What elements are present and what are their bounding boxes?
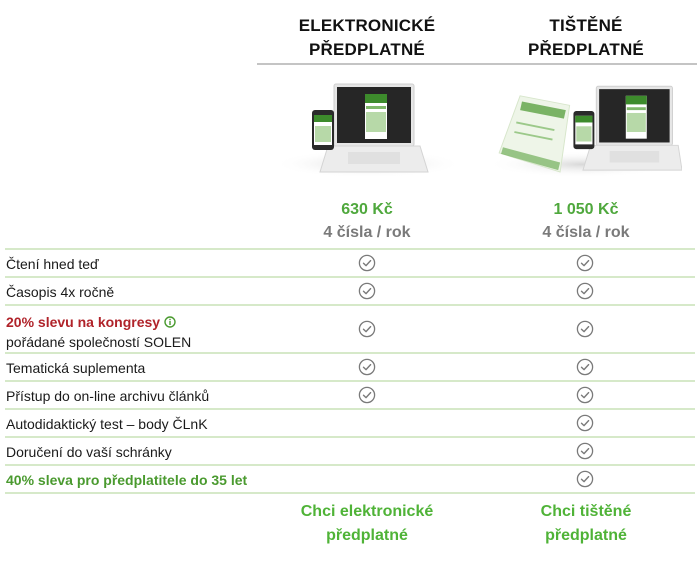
cta-line: Chci elektronické	[300, 503, 434, 520]
feature-label: 40% sleva pro předplatitele do 35 let	[6, 470, 247, 490]
check-circle-icon	[576, 254, 594, 272]
laptop-icon	[319, 83, 429, 173]
check-circle-icon	[358, 320, 376, 338]
check-circle-icon	[576, 320, 594, 338]
check-circle-icon	[358, 386, 376, 404]
cta-line: předplatné	[326, 527, 408, 544]
product-image-printed	[486, 85, 682, 178]
period-printed: 4 čísla / rok	[542, 224, 630, 241]
feature-label: 20% slevu na kongresy pořádané společnos…	[6, 312, 191, 352]
feature-table: Čtení hned teď Časopis 4x ročně 20% slev…	[5, 248, 695, 494]
feature-subtext: pořádané společností SOLEN	[6, 334, 192, 350]
header-divider	[257, 63, 697, 65]
feature-highlight: 20% slevu na kongresy	[6, 314, 161, 330]
feature-label: Doručení do vaší schránky	[6, 444, 172, 460]
subscribe-printed-button[interactable]: Chci tištěné předplatné	[476, 500, 696, 548]
plan-title-line: TIŠTĚNÉ	[549, 16, 623, 35]
plan-title-line: ELEKTRONICKÉ	[298, 16, 436, 35]
feature-label: Časopis 4x ročně	[6, 284, 115, 300]
plan-title-electronic: ELEKTRONICKÉ PŘEDPLATNÉ	[257, 14, 477, 62]
check-circle-icon	[358, 282, 376, 300]
phone-icon	[573, 111, 595, 150]
plan-title-printed: TIŠTĚNÉ PŘEDPLATNÉ	[476, 14, 696, 62]
check-circle-icon	[576, 442, 594, 460]
check-circle-icon	[576, 386, 594, 404]
feature-row: Doručení do vaší schránky	[5, 436, 695, 464]
feature-row: Čtení hned teď	[5, 248, 695, 276]
price-printed: 1 050 Kč	[553, 201, 619, 218]
feature-row: Přístup do on-line archivu článků	[5, 380, 695, 408]
feature-label: Přístup do on-line archivu článků	[6, 388, 210, 404]
check-circle-icon	[358, 358, 376, 376]
feature-label: Autodidaktický test – body ČLnK	[6, 416, 208, 432]
feature-label: Čtení hned teď	[6, 256, 99, 272]
info-icon[interactable]	[164, 316, 176, 328]
check-circle-icon	[576, 282, 594, 300]
printed-magazine-icon	[498, 95, 571, 173]
cta-line: předplatné	[545, 527, 627, 544]
feature-row: 40% sleva pro předplatitele do 35 let	[5, 464, 695, 494]
check-circle-icon	[358, 254, 376, 272]
cta-line: Chci tištěné	[540, 503, 632, 520]
check-circle-icon	[576, 358, 594, 376]
check-circle-icon	[576, 470, 594, 488]
laptop-icon	[582, 85, 682, 171]
period-electronic: 4 čísla / rok	[323, 224, 411, 241]
phone-icon	[312, 110, 334, 150]
product-image-electronic	[273, 83, 463, 178]
plan-title-line: PŘEDPLATNÉ	[309, 40, 425, 59]
feature-row: Autodidaktický test – body ČLnK	[5, 408, 695, 436]
feature-label: Tematická suplementa	[6, 360, 146, 376]
feature-highlight: 40% sleva pro předplatitele do 35 let	[6, 472, 248, 488]
subscribe-electronic-button[interactable]: Chci elektronické předplatné	[257, 500, 477, 548]
price-electronic: 630 Kč	[341, 201, 393, 218]
feature-row: Tematická suplementa	[5, 352, 695, 380]
check-circle-icon	[576, 414, 594, 432]
plan-title-line: PŘEDPLATNÉ	[528, 40, 644, 59]
feature-row: 20% slevu na kongresy pořádané společnos…	[5, 304, 695, 352]
feature-row: Časopis 4x ročně	[5, 276, 695, 304]
